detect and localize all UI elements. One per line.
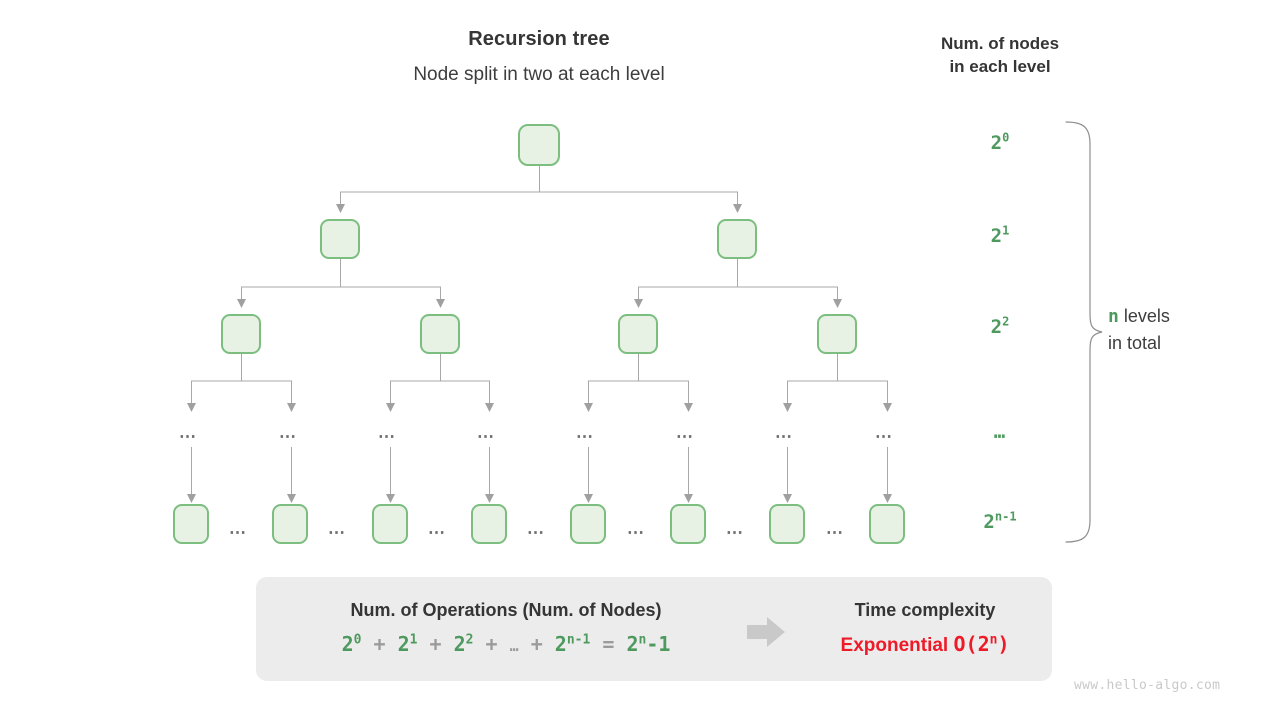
tree-ellipsis-row-5: ⋯	[676, 427, 695, 446]
tree-ellipsis-row-3: ⋯	[477, 427, 496, 446]
bottom-ellipsis-sep-0: ⋯	[229, 523, 248, 542]
level-count-0: 20	[945, 132, 1055, 154]
level-count-4-base: 2	[983, 511, 995, 533]
formula-term-2: 22	[453, 632, 474, 656]
tree-ellipsis-row-4: ⋯	[576, 427, 595, 446]
levels-brace	[1065, 121, 1103, 543]
summary-box	[256, 577, 1052, 681]
bottom-ellipsis-sep-4: ⋯	[627, 523, 646, 542]
formula-term-0: 20	[341, 632, 362, 656]
level-count-2-exp: 2	[1002, 314, 1010, 329]
formula-ellipsis: …	[509, 637, 519, 655]
tree-node-l1-1	[717, 219, 757, 259]
formula-result: 2n-1	[626, 632, 671, 656]
level-count-0-exp: 0	[1002, 130, 1010, 145]
level-count-0-base: 2	[990, 132, 1003, 154]
level-count-4-exp: n-1	[994, 509, 1017, 524]
tree-ellipsis-row-1: ⋯	[279, 427, 298, 446]
right-block-arrow-icon	[747, 617, 785, 647]
bottom-ellipsis-sep-5: ⋯	[726, 523, 745, 542]
tree-node-l2-2	[618, 314, 658, 354]
level-count-1-exp: 1	[1002, 223, 1010, 238]
formula-equals: =	[602, 632, 615, 656]
level-count-1: 21	[945, 225, 1055, 247]
level-count-4: 2n-1	[945, 511, 1055, 533]
bottom-ellipsis-sep-2: ⋯	[428, 523, 447, 542]
tree-node-l0-0	[518, 124, 560, 166]
page-title: Recursion tree	[468, 28, 610, 50]
operations-formula: 20 + 21 + 22 + … + 2n-1 = 2n-1	[256, 632, 756, 656]
formula-term-1: 21	[397, 632, 418, 656]
formula-plus-1: +	[429, 632, 442, 656]
operations-heading: Num. of Operations (Num. of Nodes)	[350, 600, 662, 620]
levels-total-rest: levels	[1118, 306, 1170, 326]
right-column-heading: Num. of nodes in each level	[900, 32, 1100, 78]
complexity-name: Exponential	[840, 635, 949, 656]
complexity-big-o: O(2n)	[953, 632, 1010, 656]
tree-node-ln-5	[670, 504, 706, 544]
right-heading-line2: in each level	[949, 57, 1051, 76]
formula-plus-3: +	[530, 632, 543, 656]
watermark: www.hello-algo.com	[1074, 678, 1221, 693]
summary-operations: Num. of Operations (Num. of Nodes) 20 + …	[256, 600, 756, 656]
tree-node-l2-0	[221, 314, 261, 354]
levels-total-label: n levels in total	[1108, 303, 1258, 356]
levels-total-variable: n	[1108, 306, 1119, 327]
level-count-3: ⋯	[945, 425, 1055, 447]
level-count-1-base: 2	[990, 225, 1003, 247]
bottom-ellipsis-sep-3: ⋯	[527, 523, 546, 542]
right-heading-line1: Num. of nodes	[940, 34, 1060, 53]
summary-complexity: Time complexity Exponential O(2n)	[800, 600, 1050, 657]
bottom-ellipsis-sep-1: ⋯	[328, 523, 347, 542]
tree-node-ln-7	[869, 504, 905, 544]
tree-ellipsis-row-7: ⋯	[875, 427, 894, 446]
tree-node-l2-3	[817, 314, 857, 354]
formula-plus-2: +	[485, 632, 498, 656]
tree-node-ln-4	[570, 504, 606, 544]
page-subtitle: Node split in two at each level	[413, 64, 665, 85]
level-count-3-base: ⋯	[993, 425, 1007, 447]
tree-node-l1-0	[320, 219, 360, 259]
tree-node-ln-3	[471, 504, 507, 544]
formula-last-term: 2n-1	[554, 632, 591, 656]
bottom-ellipsis-sep-6: ⋯	[826, 523, 845, 542]
level-count-2-base: 2	[990, 316, 1003, 338]
tree-node-ln-6	[769, 504, 805, 544]
levels-total-line2: in total	[1108, 333, 1162, 353]
complexity-heading: Time complexity	[854, 600, 996, 620]
level-count-2: 22	[945, 316, 1055, 338]
formula-plus-0: +	[373, 632, 386, 656]
tree-node-ln-2	[372, 504, 408, 544]
tree-node-ln-0	[173, 504, 209, 544]
tree-node-ln-1	[272, 504, 308, 544]
tree-ellipsis-row-2: ⋯	[378, 427, 397, 446]
tree-ellipsis-row-0: ⋯	[179, 427, 198, 446]
tree-ellipsis-row-6: ⋯	[775, 427, 794, 446]
tree-node-l2-1	[420, 314, 460, 354]
complexity-value: Exponential O(2n)	[800, 632, 1050, 657]
